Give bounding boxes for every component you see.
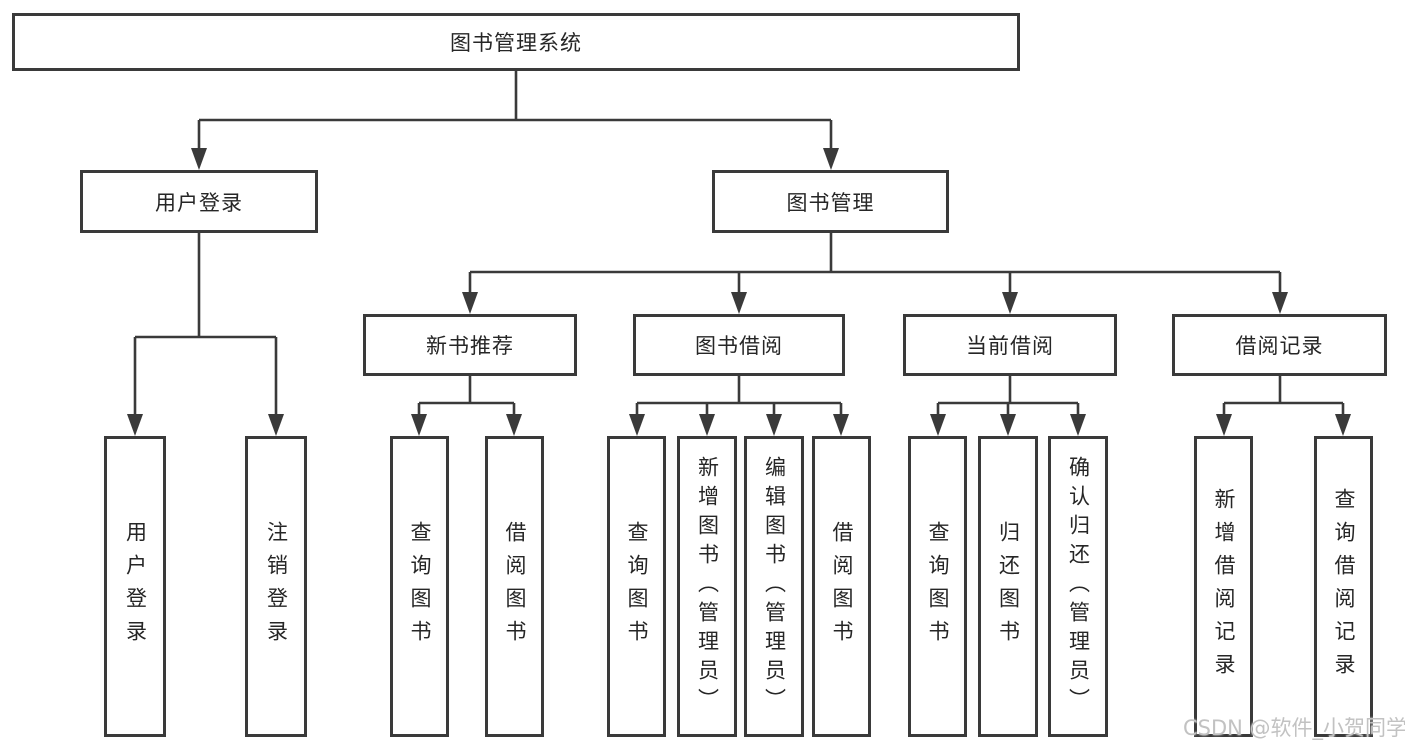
node-borrowing-records: 借阅记录 — [1172, 314, 1387, 376]
node-new-book-recommend: 新书推荐 — [363, 314, 577, 376]
leaf-label: 查询借阅记录 — [1332, 487, 1356, 686]
leaf-label: 归还图书 — [996, 520, 1021, 653]
leaf-label: 确认归还（管理员） — [1066, 456, 1091, 717]
node-leaf-user-login: 用户登录 — [104, 436, 166, 737]
node-leaf-edit-books-admin: 编辑图书（管理员） — [744, 436, 804, 737]
leaf-label: 注销登录 — [264, 520, 289, 653]
node-leaf-confirm-return-admin: 确认归还（管理员） — [1048, 436, 1108, 737]
leaf-label: 借阅图书 — [830, 520, 854, 653]
node-library-management-system: 图书管理系统 — [12, 13, 1020, 71]
node-leaf-borrow-books: 借阅图书 — [485, 436, 544, 737]
node-user-login: 用户登录 — [80, 170, 318, 233]
node-leaf-add-books-admin: 新增图书（管理员） — [677, 436, 737, 737]
leaf-label: 编辑图书（管理员） — [762, 456, 787, 717]
leaf-label: 新增借阅记录 — [1212, 487, 1236, 686]
node-book-borrowing: 图书借阅 — [633, 314, 845, 376]
node-leaf-borrow-books: 借阅图书 — [812, 436, 871, 737]
node-leaf-return-books: 归还图书 — [978, 436, 1038, 737]
node-leaf-query-borrow-record: 查询借阅记录 — [1314, 436, 1373, 737]
leaf-label: 新增图书（管理员） — [695, 456, 720, 717]
node-book-management: 图书管理 — [712, 170, 949, 233]
leaf-label: 查询图书 — [926, 520, 950, 653]
leaf-label: 用户登录 — [123, 520, 148, 653]
node-leaf-query-books: 查询图书 — [390, 436, 449, 737]
leaf-label: 查询图书 — [408, 520, 432, 653]
node-leaf-add-borrow-record: 新增借阅记录 — [1194, 436, 1253, 737]
leaf-label: 借阅图书 — [503, 520, 527, 653]
node-leaf-logout: 注销登录 — [245, 436, 307, 737]
csdn-watermark: CSDN @软件_小贺同学 — [1183, 716, 1405, 740]
node-leaf-query-books: 查询图书 — [908, 436, 967, 737]
leaf-label: 查询图书 — [625, 520, 649, 653]
node-leaf-query-books: 查询图书 — [607, 436, 666, 737]
node-current-borrowing: 当前借阅 — [903, 314, 1117, 376]
